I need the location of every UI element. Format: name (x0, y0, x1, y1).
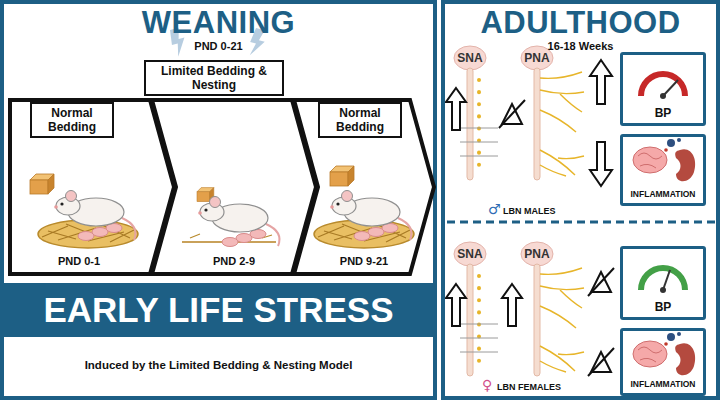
mouse-dam (54, 191, 135, 241)
molecule (677, 138, 681, 142)
nerve-label: PNA (520, 247, 554, 261)
inflammation-icon (633, 138, 695, 181)
panel-title: WEANING (4, 5, 433, 41)
chevron-outline (152, 100, 316, 274)
ganglion-bar (460, 128, 498, 156)
age-label: PND 2-9 (176, 255, 292, 268)
spinal-cord (534, 68, 540, 180)
bedding-block (30, 174, 54, 194)
no-change-symbol (499, 100, 525, 128)
outcome-box: BP (620, 52, 706, 126)
mouse-dam (198, 197, 279, 247)
brain-icon (638, 153, 662, 168)
nerve-figures (454, 46, 584, 180)
gauge-arc (641, 74, 685, 96)
panel-title: ADULTHOOD (445, 5, 716, 41)
increase-arrow (446, 284, 466, 326)
nerve-label: SNA (453, 51, 487, 65)
brain (454, 46, 486, 70)
mouse-dam (330, 191, 411, 241)
stage-heading: Limited Bedding & Nesting (144, 60, 284, 96)
gauge-arc (641, 268, 685, 290)
bedding-block (330, 166, 354, 186)
molecule (667, 139, 675, 147)
increase-arrow (590, 60, 612, 104)
outcome-label: BP (623, 300, 703, 314)
title-band: EARLY LIFE STRESS (4, 283, 433, 337)
outcome-box: INFLAMMATION (620, 328, 706, 396)
increase-arrow (446, 88, 466, 130)
no-change-symbol (588, 348, 614, 376)
gauge-hub (660, 287, 666, 293)
stage-chevron: Limited Bedding & NestingPND 2-9 (150, 98, 318, 276)
nerve-figures (454, 242, 584, 376)
gauge-hub (660, 93, 666, 99)
outcome-box: INFLAMMATION (620, 134, 706, 206)
band-title: EARLY LIFE STRESS (4, 283, 433, 337)
chevron-outline (150, 98, 318, 276)
stage-chevron: Normal BeddingPND 9-21 (292, 98, 436, 276)
outcome-label: INFLAMMATION (623, 189, 703, 200)
stage-chevron: Normal BeddingPND 0-1 (8, 98, 176, 276)
kidney-icon (675, 149, 695, 181)
group-label: LBN MALES (503, 206, 556, 217)
stage-heading: Normal Bedding (318, 102, 402, 138)
inflammation-icon (633, 332, 695, 375)
outcome-label: BP (623, 106, 703, 120)
age-label: PND 0-1 (8, 255, 150, 268)
age-label: PND 9-21 (318, 255, 410, 268)
decrease-arrow (590, 142, 612, 186)
parasympathetic-nerve (540, 72, 584, 176)
chevron-outline (294, 100, 434, 274)
period-label: PND 0-21 (4, 40, 433, 53)
outcome-box: BP (620, 246, 706, 320)
brain-icon (633, 147, 667, 173)
gauge-needle (663, 270, 670, 290)
increase-arrow (502, 284, 522, 326)
sex-symbol: ♀ (482, 377, 492, 393)
no-change-symbol (588, 268, 614, 296)
chevron-outline (10, 100, 174, 274)
sex-symbol: ♂ (488, 201, 501, 217)
stage-heading: Normal Bedding (30, 102, 114, 138)
outcome-label: INFLAMMATION (623, 379, 703, 390)
molecule (664, 148, 668, 152)
group-divider (447, 221, 716, 224)
outcome-panel: ADULTHOOD16-18 WeeksBPINFLAMMATIONBPINFL… (441, 0, 720, 400)
gauge-needle (663, 80, 678, 96)
stage-panel: WEANINGPND 0-21Normal BeddingPND 0-1Limi… (0, 0, 437, 400)
spinal-cord (467, 68, 473, 180)
nerve-label: SNA (453, 247, 487, 261)
footnote: Induced by the Limited Bedding & Nesting… (4, 358, 433, 372)
group-label: LBN FEMALES (497, 382, 561, 393)
nerve-label: PNA (520, 51, 554, 65)
